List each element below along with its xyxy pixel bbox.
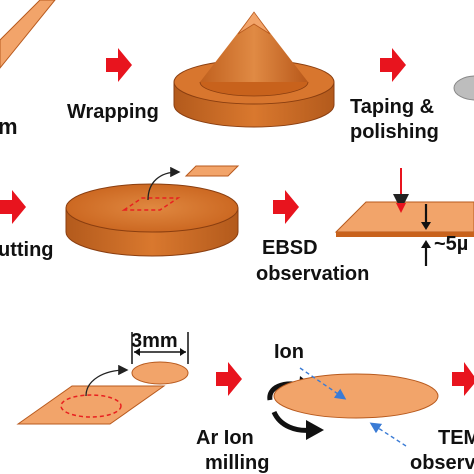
label-cut-left-top: m: [0, 114, 18, 139]
label-ar-line1: Ar Ion: [196, 427, 254, 449]
ion-beam-bottom: [369, 422, 407, 447]
lift-arrow: [147, 166, 181, 201]
step-arrow-5: [216, 362, 242, 396]
step-arrow-6: [452, 362, 474, 396]
cone-tip-foil: [237, 11, 271, 35]
thin-sample-edge: [336, 232, 474, 237]
ion-beam-top: [299, 367, 347, 400]
punched-disk: [131, 361, 189, 385]
label-thickness: ~5µ: [434, 233, 468, 255]
wrapped-cylinder: [173, 11, 335, 128]
label-taping-line1: Taping &: [350, 96, 434, 118]
polished-disk: [453, 75, 474, 101]
step-arrow-3: [0, 190, 26, 224]
size-dimension: [131, 332, 189, 364]
base-foil: [16, 385, 166, 425]
milling-disk: [273, 373, 439, 419]
cone: [200, 12, 308, 82]
flat-disk: [65, 183, 239, 257]
label-wrapping: Wrapping: [67, 101, 159, 123]
punch-arrow: [85, 364, 129, 397]
label-ion: Ion: [274, 341, 304, 363]
label-size: 3mm: [131, 330, 178, 352]
punch-circle-dashed: [60, 394, 122, 418]
label-tem-line2: observa: [410, 452, 474, 474]
thin-sample-plate: [334, 201, 474, 233]
step-arrow-4: [273, 190, 299, 224]
thickness-indicator: [421, 204, 431, 266]
label-ar-line2: milling: [205, 452, 269, 474]
step-arrow-1: [106, 48, 132, 82]
cut-piece: [184, 165, 240, 177]
step-arrow-2: [380, 48, 406, 82]
foil-plate-top-left: [0, 0, 56, 69]
label-taping-line2: polishing: [350, 121, 439, 143]
label-ebsd-line1: EBSD: [262, 237, 318, 259]
label-ebsd-line2: observation: [256, 263, 369, 285]
label-cutting: utting: [0, 239, 54, 261]
label-tem-line1: TEM: [438, 427, 474, 449]
cut-region-dashed: [121, 197, 181, 211]
